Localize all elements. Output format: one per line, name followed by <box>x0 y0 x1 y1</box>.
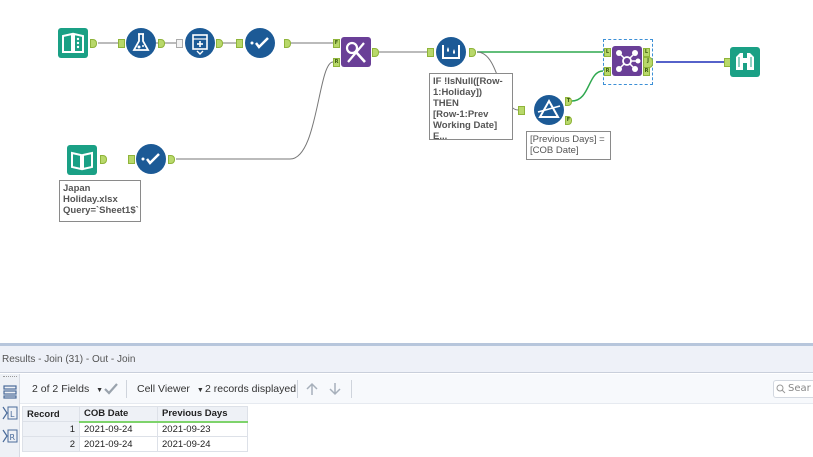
join-tool[interactable] <box>612 46 642 76</box>
output-anchor-r[interactable]: R <box>643 67 650 76</box>
input-data-tool[interactable] <box>67 145 97 175</box>
output-anchor[interactable] <box>284 39 291 48</box>
checkmark-icon <box>136 144 166 174</box>
browse-tool[interactable] <box>730 47 760 77</box>
binoculars-icon <box>730 47 760 77</box>
results-sidebar: L R <box>0 374 20 457</box>
output-anchor[interactable] <box>90 39 97 48</box>
output-anchor-l[interactable]: L <box>643 48 650 57</box>
checkmark-icon[interactable] <box>104 383 118 395</box>
wire <box>571 70 604 102</box>
table-view-icon[interactable] <box>2 384 18 400</box>
book-open-icon <box>67 145 97 175</box>
search-placeholder: Sear <box>788 383 811 394</box>
previous-days-cell[interactable]: 2021-09-23 <box>157 421 248 437</box>
cob-date-cell[interactable]: 2021-09-24 <box>79 421 158 437</box>
search-input[interactable]: Sear <box>773 380 813 398</box>
results-toolbar: 2 of 2 Fields ▼ Cell Viewer ▼ 2 records … <box>20 374 813 404</box>
input-data-tool[interactable] <box>58 28 88 58</box>
fields-label: 2 of 2 Fields <box>32 383 90 395</box>
input-anchor[interactable] <box>236 39 243 48</box>
workflow-canvas[interactable]: F R IF !IsNull([Row- 1:Holiday]) THEN [R… <box>0 0 813 343</box>
table-row[interactable]: 1 2021-09-24 2021-09-23 <box>22 421 248 437</box>
records-count: 2 records displayed <box>205 383 297 395</box>
arrow-down-icon[interactable] <box>328 382 342 396</box>
flask-icon <box>126 28 156 58</box>
record-cell: 1 <box>22 421 80 437</box>
input-anchor[interactable] <box>176 39 183 48</box>
search-icon <box>776 384 786 394</box>
left-output-icon[interactable]: L <box>2 405 18 421</box>
column-header-cob-date[interactable]: COB Date <box>79 406 158 423</box>
filter-annotation: [Previous Days] = [COB Date] <box>526 131 611 160</box>
join-icon <box>612 46 642 76</box>
input-anchor-l[interactable]: L <box>604 48 611 57</box>
results-table: Record COB Date Previous Days 1 2021-09-… <box>22 406 248 452</box>
output-anchor[interactable] <box>168 155 175 164</box>
input-anchor[interactable] <box>128 155 135 164</box>
cell-viewer-dropdown[interactable]: Cell Viewer ▼ <box>137 383 204 395</box>
right-output-icon[interactable]: R <box>2 428 18 444</box>
multi-row-icon <box>436 37 466 67</box>
input-anchor[interactable] <box>427 48 434 57</box>
viewer-label: Cell Viewer <box>137 383 190 395</box>
panel-splitter[interactable] <box>0 343 813 346</box>
output-anchor[interactable] <box>158 39 165 48</box>
multi-row-annotation: IF !IsNull([Row- 1:Holiday]) THEN [Row-1… <box>429 73 513 142</box>
cob-date-cell[interactable]: 2021-09-24 <box>79 436 158 452</box>
multi-row-formula-tool[interactable] <box>436 37 466 67</box>
select-tool[interactable] <box>245 28 275 58</box>
output-anchor[interactable] <box>372 48 379 57</box>
column-header-record[interactable]: Record <box>22 406 80 422</box>
formula-tool[interactable] <box>126 28 156 58</box>
checkmark-icon <box>245 28 275 58</box>
find-replace-icon <box>341 37 371 67</box>
divider <box>297 380 298 398</box>
book-open-icon <box>58 28 88 58</box>
arrow-up-icon[interactable] <box>305 382 319 396</box>
column-header-previous-days[interactable]: Previous Days <box>157 406 248 423</box>
previous-days-cell[interactable]: 2021-09-24 <box>157 436 248 452</box>
output-anchor-true[interactable]: T <box>565 97 572 106</box>
record-id-icon <box>185 28 215 58</box>
sample-tool[interactable] <box>185 28 215 58</box>
input-annotation: Japan Holiday.xlsx Query=`Sheet1$` <box>59 180 141 222</box>
input-anchor[interactable] <box>518 106 525 115</box>
caret-down-icon: ▼ <box>96 387 104 394</box>
output-anchor-false[interactable]: F <box>565 116 572 125</box>
input-anchor-f[interactable]: F <box>333 39 340 48</box>
output-anchor[interactable] <box>100 155 107 164</box>
fields-dropdown[interactable]: 2 of 2 Fields ▼ <box>32 383 103 395</box>
caret-down-icon: ▼ <box>196 387 204 394</box>
grip-handle[interactable] <box>3 376 17 378</box>
record-cell: 2 <box>22 436 80 452</box>
output-anchor[interactable] <box>216 39 223 48</box>
wire <box>176 61 334 160</box>
filter-tool[interactable] <box>534 95 564 125</box>
svg-text:R: R <box>10 433 16 442</box>
results-panel: Results - Join (31) - Out - Join L R 2 o… <box>0 343 813 457</box>
find-replace-tool[interactable] <box>341 37 371 67</box>
input-anchor-r[interactable]: R <box>333 58 340 67</box>
divider <box>126 380 127 398</box>
input-anchor[interactable] <box>118 39 125 48</box>
input-anchor-r[interactable]: R <box>604 67 611 76</box>
table-header-row: Record COB Date Previous Days <box>22 406 248 423</box>
output-anchor[interactable] <box>469 48 476 57</box>
select-tool[interactable] <box>136 144 166 174</box>
connection-wires <box>98 42 724 160</box>
divider <box>351 380 352 398</box>
table-row[interactable]: 2 2021-09-24 2021-09-24 <box>22 436 248 452</box>
filter-icon <box>534 95 564 125</box>
results-title: Results - Join (31) - Out - Join <box>0 346 813 373</box>
svg-text:L: L <box>10 410 15 419</box>
